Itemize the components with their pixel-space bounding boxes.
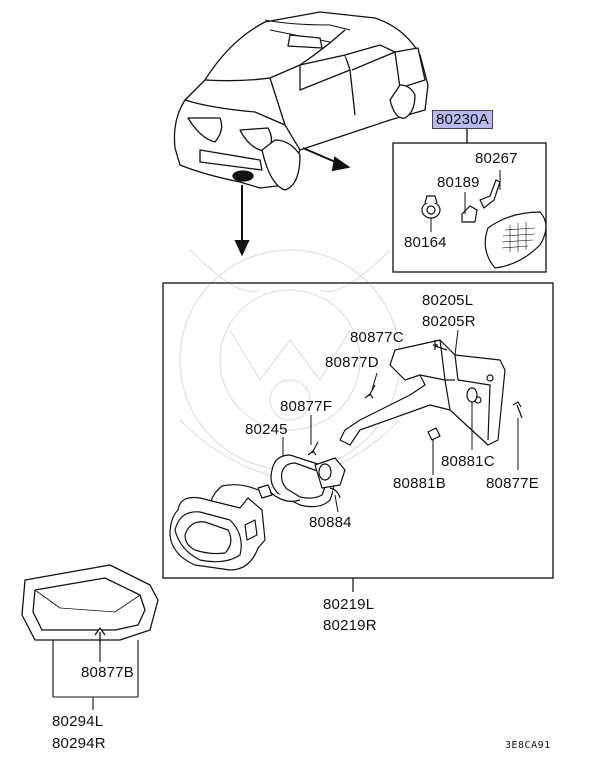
fog-lamp-parts (169, 339, 523, 571)
car-arrows (234, 147, 351, 257)
part-label-80205l: 80205L (422, 292, 474, 309)
part-label-80205r: 80205R (422, 313, 476, 330)
part-label-80884: 80884 (309, 514, 352, 531)
part-label-80881c: 80881C (441, 453, 495, 470)
part-label-80294l: 80294L (52, 713, 104, 730)
side-marker-parts (421, 179, 547, 269)
diagram-code: 3E8CA91 (505, 740, 551, 751)
part-label-80877c: 80877C (350, 329, 404, 346)
bezel-part (21, 564, 159, 645)
part-label-80164: 80164 (404, 234, 447, 251)
part-label-80877d: 80877D (325, 354, 379, 371)
part-label-80219r: 80219R (323, 617, 377, 634)
fog-lamp-box (162, 282, 554, 579)
part-label-80189: 80189 (437, 174, 480, 191)
side-marker-leaders (430, 170, 501, 232)
part-label-80877f: 80877F (280, 398, 333, 415)
part-label-80877b: 80877B (81, 664, 134, 681)
vehicle-illustration (173, 11, 429, 191)
part-label-80230a: 80230A (432, 110, 493, 129)
fog-lamp-leaders (282, 329, 519, 513)
part-label-80294r: 80294R (52, 735, 106, 752)
bezel-leaders (52, 640, 139, 710)
part-label-80267: 80267 (475, 150, 518, 167)
part-label-80245: 80245 (245, 421, 288, 438)
part-label-80219l: 80219L (323, 596, 375, 613)
part-label-80877e: 80877E (486, 475, 539, 492)
side-marker-box (392, 128, 547, 273)
part-label-80881b: 80881B (393, 475, 446, 492)
